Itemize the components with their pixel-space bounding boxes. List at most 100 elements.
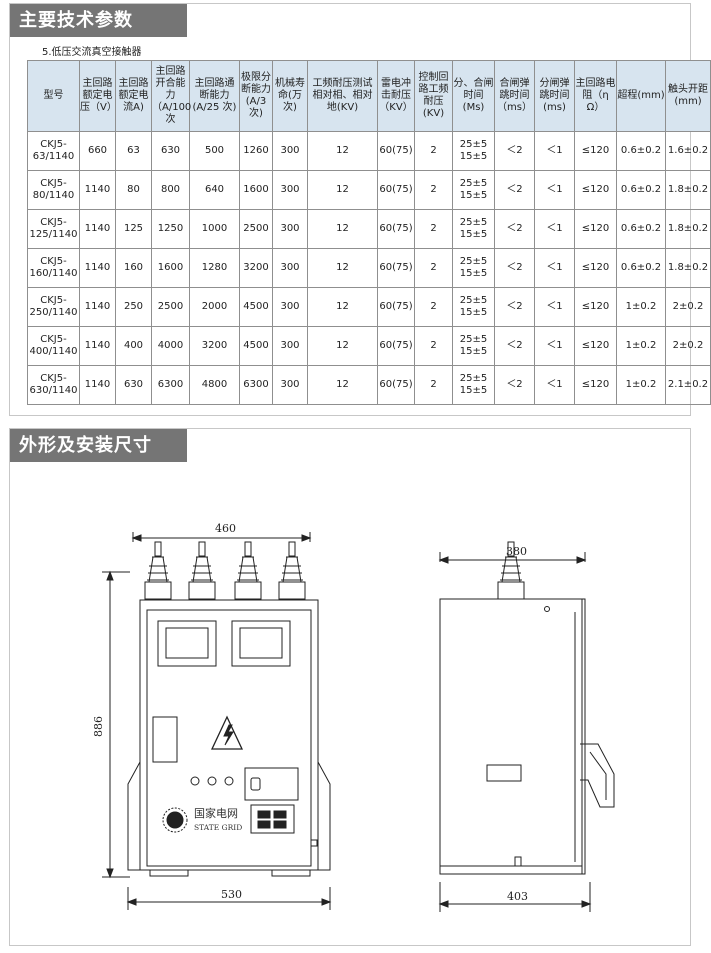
table-cell: ＜2 [494,365,535,405]
table-cell: 25±5 15±5 [452,209,495,249]
table-cell: 2±0.2 [665,287,711,327]
section-title-technical-parameters: 主要技术参数 [10,4,187,37]
table-cell: ＜1 [534,131,575,171]
table-cell: 12 [307,365,378,405]
model-cell: CKJ5-160/1140 [27,248,80,288]
column-header: 主回路开合能力（A/100 次 [151,60,191,132]
table-cell: 25±5 15±5 [452,131,495,171]
table-cell: 60(75) [377,326,415,366]
table-cell: 2 [414,326,453,366]
table-cell: 2±0.2 [665,326,711,366]
table-cell: 25±5 15±5 [452,248,495,288]
cabinet-side-body [439,598,583,875]
table-cell: 660 [79,131,116,171]
table-cell: 300 [272,209,308,249]
table-cell: 12 [307,131,378,171]
table-cell: 125 [115,209,152,249]
table-cell: ＜1 [534,209,575,249]
table-cell: 1250 [151,209,190,249]
table-cell: 12 [307,209,378,249]
column-header: 分、合闸时间(Ms) [452,60,495,132]
table-cell: 2500 [239,209,273,249]
table-cell: ≤120 [574,326,617,366]
table-cell: ≤120 [574,209,617,249]
table-cell: ＜1 [534,287,575,327]
column-header: 控制回路工频耐压(KV) [414,60,453,132]
bushings [144,541,306,600]
table-cell: 1.8±0.2 [665,170,711,210]
table-cell: 250 [115,287,152,327]
table-cell: 2 [414,209,453,249]
table-cell: 60(75) [377,209,415,249]
logo-text-cn: 国家电网 [194,806,238,820]
table-cell: ≤120 [574,287,617,327]
table-cell: 1140 [79,209,116,249]
table-cell: 6300 [239,365,273,405]
table-cell: 25±5 15±5 [452,170,495,210]
table-cell: ＜1 [534,170,575,210]
table-cell: 60(75) [377,170,415,210]
table-cell: 0.6±0.2 [616,170,666,210]
table-cell: 1260 [239,131,273,171]
model-cell: CKJ5-80/1140 [27,170,80,210]
table-cell: 1140 [79,287,116,327]
table-cell: 300 [272,131,308,171]
table-cell: 12 [307,326,378,366]
column-header: 主回路额定电流A) [115,60,152,132]
table-cell: ＜1 [534,365,575,405]
dim-front-bottom-width: 530 [221,888,242,901]
column-header: 雷电冲击耐压（KV） [377,60,415,132]
column-header: 型号 [27,60,80,132]
column-header: 超程(mm) [616,60,666,132]
table-cell: ＜1 [534,326,575,366]
column-header: 触头开距(mm) [665,60,711,132]
section-title-dimensions: 外形及安装尺寸 [10,429,187,462]
cabinet-front-door [146,609,312,867]
table-caption: 5.低压交流真空接触器 [42,47,142,58]
table-cell: 1000 [189,209,240,249]
dimensions-panel: 外形及安装尺寸 460 886 [9,428,691,946]
installation-drawing: 460 886 [10,462,690,946]
table-cell: 630 [151,131,190,171]
table-cell: 4800 [189,365,240,405]
model-cell: CKJ5-63/1140 [27,131,80,171]
table-cell: 60(75) [377,248,415,288]
model-cell: CKJ5-125/1140 [27,209,80,249]
table-cell: ＜2 [494,326,535,366]
table-cell: 2 [414,170,453,210]
table-cell: 2.1±0.2 [665,365,711,405]
table-cell: 160 [115,248,152,288]
dim-side-top-width: 380 [506,545,527,558]
table-cell: ≤120 [574,365,617,405]
table-cell: 12 [307,248,378,288]
column-header: 主回路通断能力(A/25 次) [189,60,240,132]
technical-parameters-panel: 主要技术参数 5.低压交流真空接触器 型号主回路额定电压（V）主回路额定电流A)… [9,3,711,416]
table-cell: 300 [272,170,308,210]
table-cell: ≤120 [574,131,617,171]
table-cell: 300 [272,365,308,405]
table-cell: 60(75) [377,287,415,327]
column-header: 机械寿命(万次) [272,60,308,132]
table-cell: 25±5 15±5 [452,287,495,327]
table-cell: 500 [189,131,240,171]
table-cell: ＜2 [494,248,535,288]
table-header-row: 型号主回路额定电压（V）主回路额定电流A)主回路开合能力（A/100 次主回路通… [27,60,711,132]
column-header: 分闸弹跳时间(ms) [534,60,575,132]
table-cell: 800 [151,170,190,210]
table-cell: 2500 [151,287,190,327]
table-cell: 630 [115,365,152,405]
table-cell: 3200 [189,326,240,366]
table-cell: 12 [307,170,378,210]
table-cell: ≤120 [574,248,617,288]
model-cell: CKJ5-630/1140 [27,365,80,405]
table-cell: 300 [272,248,308,288]
table-cell: 1.8±0.2 [665,248,711,288]
table-cell: 6300 [151,365,190,405]
table-cell: 300 [272,287,308,327]
table-cell: 63 [115,131,152,171]
table-cell: 4500 [239,326,273,366]
table-cell: ＜2 [494,131,535,171]
